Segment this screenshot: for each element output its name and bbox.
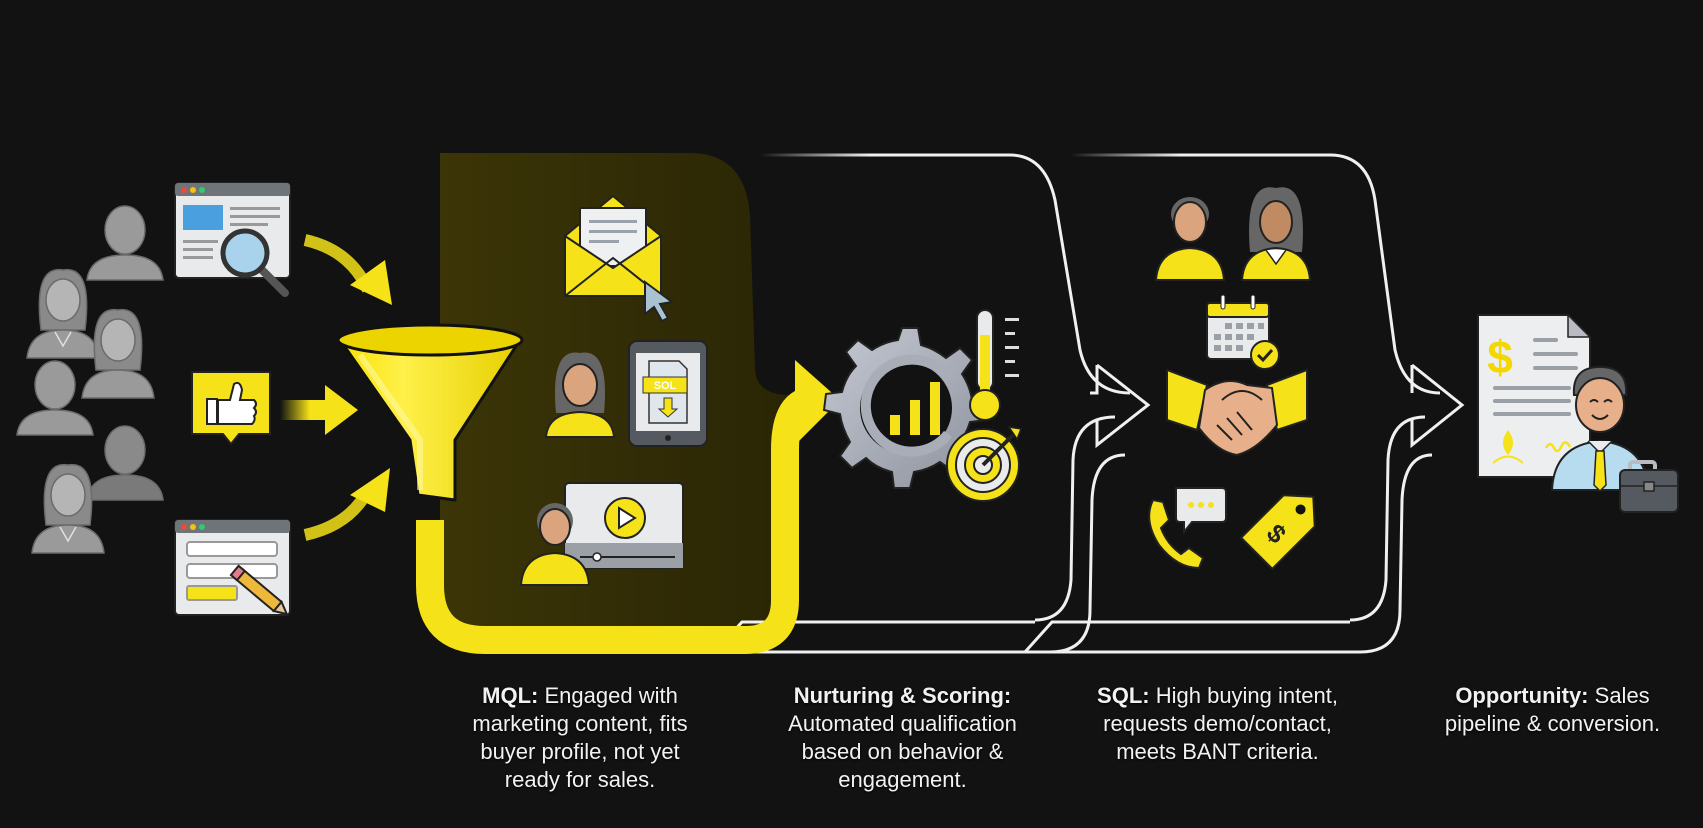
presenter-avatar-icon: [519, 503, 591, 586]
woman-avatar-icon: [544, 352, 616, 438]
sql-title: SQL:: [1097, 683, 1150, 708]
thermometer-icon: [969, 309, 1019, 421]
arrow-to-opportunity-icon: [1410, 363, 1465, 449]
sql-pipe-outline: [1023, 153, 1441, 654]
cursor-icon: [644, 280, 675, 323]
visitor-man-icon: [16, 360, 94, 436]
nurturing-pipe-outline: [713, 153, 1131, 654]
mql-desc-line: ready for sales.: [504, 767, 656, 792]
visitor-woman-icon: [31, 463, 105, 554]
input-arrows: [280, 234, 392, 541]
target-icon: [946, 425, 1023, 502]
mql-flow-arrow: [416, 360, 840, 654]
sql-desc-line: High buying intent,: [1155, 683, 1338, 708]
woman-avatar-icon: [1240, 187, 1312, 281]
straight-arrow-icon: [280, 400, 330, 420]
sql-desc-line: requests demo/contact,: [1103, 711, 1332, 736]
man-avatar-icon: [1154, 197, 1226, 281]
opportunity-desc-line: pipeline & conversion.: [1444, 711, 1661, 736]
phone-icon: [1148, 498, 1205, 570]
nurturing-desc-line: engagement.: [838, 767, 967, 792]
thumbs-up-icon: [191, 371, 271, 446]
nurturing-desc-line: Automated qualification: [788, 711, 1017, 736]
sql-desc-line: meets BANT criteria.: [1116, 739, 1319, 764]
video-player-icon: [564, 482, 684, 569]
opportunity-desc-line: Sales: [1594, 683, 1650, 708]
nurturing-caption: Nurturing & Scoring: Automated qualifica…: [770, 682, 1035, 794]
price-tag-icon: $: [1239, 494, 1316, 571]
visitor-man-icon: [86, 205, 164, 281]
briefcase-icon: [1619, 460, 1679, 513]
gear-chart-icon: [822, 327, 990, 489]
visitor-man-icon: [86, 425, 164, 501]
email-open-icon: [564, 194, 662, 297]
sql-caption: SQL: High buying intent, requests demo/c…: [1090, 682, 1345, 766]
nurturing-desc-line: based on behavior &: [801, 739, 1004, 764]
mql-title: MQL:: [482, 683, 539, 708]
visitor-group: [16, 205, 164, 554]
nurturing-title: Nurturing & Scoring:: [793, 683, 1012, 708]
arrow-to-sql-icon: [1090, 363, 1151, 449]
svg-text:$: $: [1487, 331, 1513, 383]
mql-desc-line: Engaged with: [544, 683, 678, 708]
visitor-woman-icon: [81, 308, 155, 399]
browser-magnifier-icon: [174, 182, 291, 297]
tablet-download-icon: SOL: [628, 340, 708, 447]
mql-caption: MQL: Engaged with marketing content, fit…: [455, 682, 705, 794]
handshake-icon: [1166, 368, 1308, 457]
calendar-check-icon: [1206, 294, 1280, 370]
form-pencil-icon: [174, 519, 291, 616]
funnel-icon: [336, 323, 524, 502]
mql-desc-line: buyer profile, not yet: [480, 739, 680, 764]
chat-bubble-icon: [1175, 487, 1227, 535]
mql-panel: [440, 153, 790, 630]
mql-desc-line: marketing content, fits: [472, 711, 688, 736]
opportunity-caption: Opportunity: Sales pipeline & conversion…: [1420, 682, 1685, 738]
opportunity-title: Opportunity:: [1455, 683, 1589, 708]
visitor-woman-icon: [26, 268, 100, 359]
tablet-label: SOL: [654, 380, 677, 392]
